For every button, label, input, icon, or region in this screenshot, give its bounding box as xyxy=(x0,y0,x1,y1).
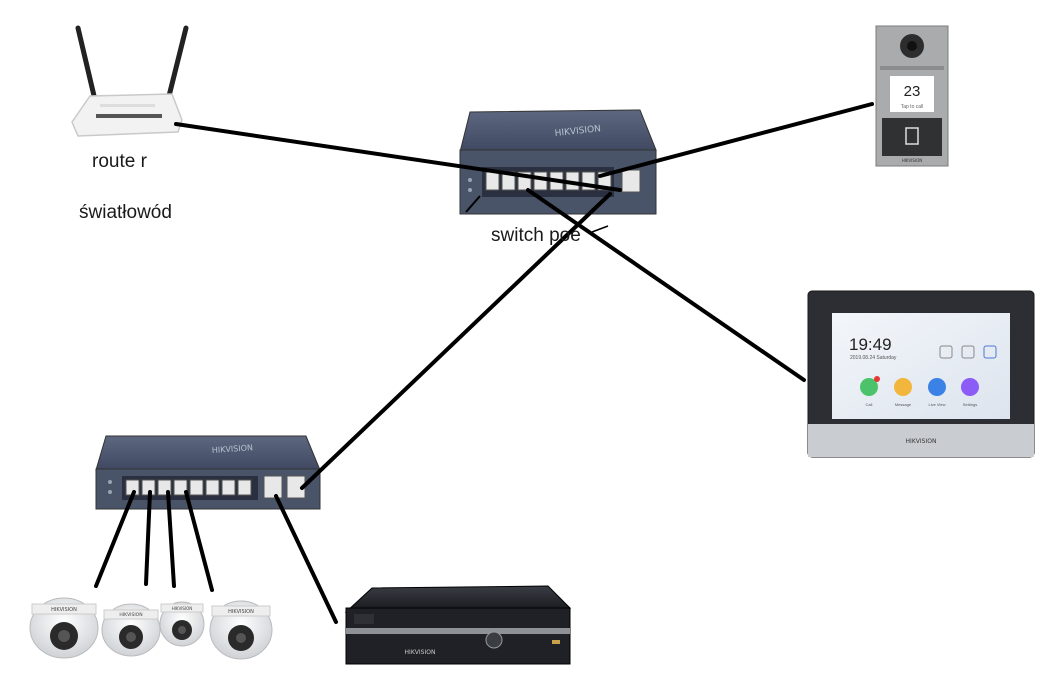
settings-app-icon xyxy=(961,378,979,396)
switch-secondary-brand: HIKVISION xyxy=(212,443,254,455)
camera-2: HIKVISION xyxy=(101,603,161,657)
monitor-app-label-settings: Settings xyxy=(963,402,977,407)
monitor-app-icons xyxy=(860,376,979,396)
router-subtitle-label: światłowód xyxy=(79,202,172,223)
nvr-recorder: HIKVISION xyxy=(344,585,572,665)
connection-wires xyxy=(94,102,874,624)
monitor-app-label-call: Call xyxy=(866,402,873,407)
camera-2-brand: HIKVISION xyxy=(119,612,142,618)
camera-4-brand: HIKVISION xyxy=(228,609,254,615)
intercom-brand: HIKVISION xyxy=(902,158,923,163)
wire-switch-to-secondary-switch xyxy=(300,192,612,490)
router-antenna-right xyxy=(165,25,189,103)
monitor-date: 2019.08.24 Saturday xyxy=(850,355,897,361)
monitor-time: 19:49 xyxy=(849,335,892,354)
wire-camera-4 xyxy=(184,490,214,592)
intercom-door-station: 23 Tap to call HIKVISION xyxy=(875,25,949,167)
camera-1: HIKVISION xyxy=(29,597,99,659)
wire-camera-3 xyxy=(166,490,176,588)
live-view-app-icon xyxy=(928,378,946,396)
camera-3: HIKVISION xyxy=(159,601,205,647)
wire-nvr xyxy=(274,494,338,624)
camera-4: HIKVISION xyxy=(209,600,273,660)
router-label: route r xyxy=(92,151,147,172)
monitor-brand: HIKVISION xyxy=(906,438,937,445)
message-app-icon xyxy=(894,378,912,396)
intercom-display-caption: Tap to call xyxy=(901,104,924,110)
switch-main-brand: HIKVISION xyxy=(554,124,601,139)
wire-camera-1 xyxy=(94,490,136,588)
call-app-icon xyxy=(860,378,878,396)
indoor-monitor: 19:49 2019.08.24 Saturday Call Message L… xyxy=(807,290,1035,458)
wire-switch-to-monitor xyxy=(526,188,806,382)
intercom-display-number: 23 xyxy=(904,83,921,100)
wire-switch-to-intercom xyxy=(598,102,874,178)
monitor-app-label-message: Message xyxy=(895,402,912,407)
camera-3-brand: HIKVISION xyxy=(172,606,193,611)
switch-poe-label: switch poe xyxy=(491,225,581,246)
camera-1-brand: HIKVISION xyxy=(51,607,77,613)
wire-camera-2 xyxy=(144,490,152,586)
monitor-app-label-liveview: Live View xyxy=(928,402,945,407)
switch-poe-main: HIKVISION xyxy=(459,109,657,215)
nvr-brand: HIKVISION xyxy=(405,649,436,656)
switch-poe-secondary: HIKVISION xyxy=(95,435,321,510)
wire-router-to-switch xyxy=(174,122,622,192)
monitor-screen xyxy=(832,313,1010,419)
router-antenna-left xyxy=(75,25,98,103)
router-device xyxy=(71,25,189,137)
